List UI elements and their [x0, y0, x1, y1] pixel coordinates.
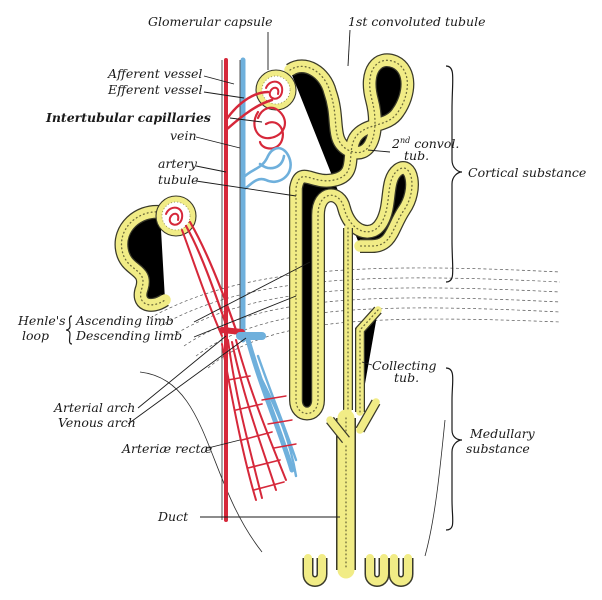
label-cortical-substance: Cortical substance: [468, 165, 586, 180]
label-venous-arch: Venous arch: [58, 415, 136, 430]
cortical-brace: [445, 65, 463, 283]
label-afferent-vessel: Afferent vessel: [107, 66, 202, 81]
label-arteriae-rectae: Arteriæ rectæ: [121, 441, 213, 456]
pyramid-outline: [139, 371, 263, 553]
medullary-brace: [445, 367, 463, 531]
pyramid-outline-right: [424, 419, 446, 557]
label-ascending-limb: Ascending limb: [75, 313, 174, 328]
label-tubule: tubule: [158, 172, 199, 187]
label-second-convoluted-tubule-line2: tub.: [404, 148, 429, 163]
label-artery: artery: [158, 156, 198, 171]
labels: Glomerular capsule 1st convoluted tubule…: [17, 14, 586, 524]
label-descending-limb: Descending limb: [75, 328, 182, 343]
label-intertubular-capillaries: Intertubular capillaries: [45, 110, 211, 125]
label-efferent-vessel: Efferent vessel: [107, 82, 202, 97]
label-collecting-tubule: Collecting: [372, 358, 437, 373]
label-glomerular-capsule: Glomerular capsule: [148, 14, 273, 29]
leader-lines: [127, 29, 391, 518]
henle-brace: [65, 315, 73, 345]
label-arterial-arch: Arterial arch: [53, 400, 135, 415]
glomerulus-lower: [155, 195, 197, 237]
label-first-convoluted-tubule: 1st convoluted tubule: [348, 14, 486, 29]
label-vein: vein: [170, 128, 197, 143]
label-second-convoluted-tubule: 2nd convol.: [391, 136, 459, 151]
label-loop: loop: [22, 328, 49, 343]
label-henles: Henle's: [17, 313, 66, 328]
label-substance: substance: [466, 441, 530, 456]
label-duct: Duct: [157, 509, 189, 524]
label-medullary: Medullary: [469, 426, 536, 441]
label-collecting-tubule-line2: tub.: [394, 370, 419, 385]
papillary-openings: [302, 554, 414, 587]
